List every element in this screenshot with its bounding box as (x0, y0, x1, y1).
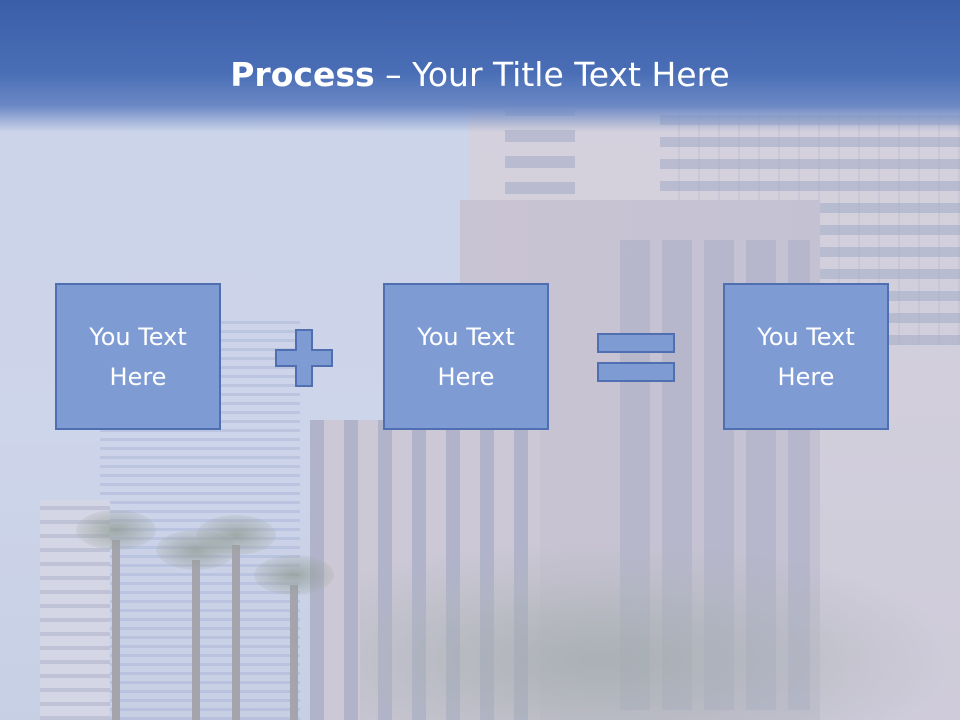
palm-fronds (196, 515, 276, 555)
title-bold-part: Process (230, 55, 375, 94)
process-box-label: You Text Here (757, 322, 855, 391)
palm-fronds (76, 510, 156, 550)
slide-title[interactable]: Process – Your Title Text Here (0, 50, 960, 100)
process-box-label: You Text Here (89, 322, 187, 391)
plus-icon (275, 329, 333, 387)
title-banner (0, 0, 960, 132)
palm-tree (290, 585, 298, 720)
background-trees (360, 540, 960, 720)
equals-icon (597, 333, 675, 382)
process-box-1[interactable]: You Text Here (55, 283, 221, 430)
title-rest-part: – Your Title Text Here (374, 55, 730, 94)
process-box-2[interactable]: You Text Here (383, 283, 549, 430)
palm-tree (192, 560, 200, 720)
palm-fronds (254, 555, 334, 595)
palm-tree (232, 545, 240, 720)
palm-tree (112, 540, 120, 720)
process-box-label: You Text Here (417, 322, 515, 391)
process-box-3[interactable]: You Text Here (723, 283, 889, 430)
